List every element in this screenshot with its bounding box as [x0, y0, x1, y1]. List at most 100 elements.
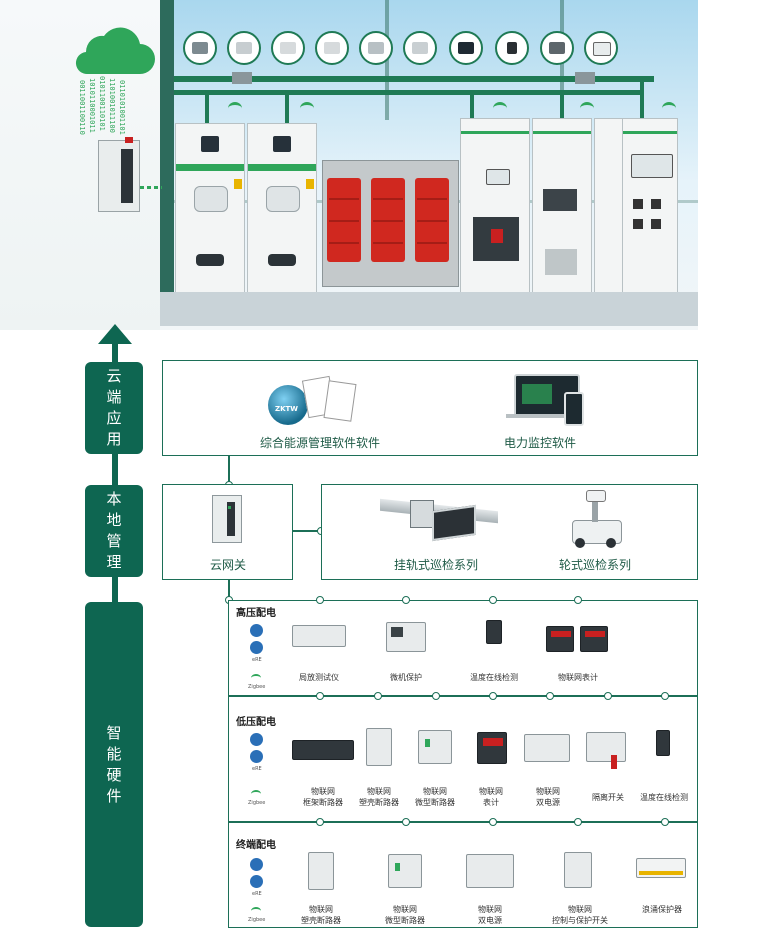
device-label: 温度在线检测 — [640, 793, 688, 802]
relay-protection-icon — [386, 622, 426, 652]
connector-dot — [574, 596, 582, 604]
connector-dot — [604, 692, 612, 700]
device-label: 隔离开关 — [592, 793, 624, 802]
device-bubble-icon — [183, 31, 217, 65]
wifi-icon — [300, 102, 314, 115]
laptop-base — [506, 414, 584, 418]
connector-dot — [402, 818, 410, 826]
protocol-label: Zigbee — [248, 800, 266, 806]
lv-cabinet — [594, 118, 624, 293]
meter-icon — [477, 732, 507, 764]
device-label: 物联网塑壳断路器 — [359, 787, 399, 807]
connector-dot — [316, 818, 324, 826]
rail-hanger — [205, 95, 209, 123]
hv-cabinet — [175, 123, 245, 293]
section-title: 低压配电 — [236, 717, 276, 728]
connector-line — [293, 530, 321, 532]
globe-icon — [268, 385, 308, 425]
wifi-icon — [228, 102, 242, 115]
protocol-label: Zigbee — [248, 917, 266, 923]
section-title: 高压配电 — [236, 608, 276, 619]
device-bubble-icon — [495, 31, 529, 65]
data-link — [140, 186, 162, 189]
cloud-app-label: 电力监控软件 — [503, 436, 576, 450]
binary-stream: 1010110001011 — [88, 78, 96, 133]
gateway-device-icon — [212, 495, 242, 543]
rail-robot — [232, 72, 252, 84]
protocol-label: Zigbee — [248, 684, 266, 690]
connector-dot — [489, 818, 497, 826]
patrol-label: 轮式巡检系列 — [558, 558, 631, 572]
tier-label-local: 本地管理 — [85, 485, 143, 577]
connector-dot — [661, 818, 669, 826]
nb-iot-icon — [250, 733, 263, 746]
window-frame — [160, 0, 174, 300]
device-label: 物联网微型断路器 — [385, 905, 425, 925]
report-document-icon — [323, 380, 357, 422]
connector-dot — [374, 692, 382, 700]
wifi-icon — [493, 102, 507, 115]
zigbee-icon — [251, 907, 261, 915]
rail-hanger — [640, 82, 644, 122]
bluetooth-icon — [250, 875, 263, 888]
connector-dot — [661, 692, 669, 700]
device-bubble-icon — [271, 31, 305, 65]
device-label: 物联网微型断路器 — [415, 787, 455, 807]
mcb-icon — [388, 854, 422, 888]
wifi-icon — [662, 102, 676, 115]
tier-label-hardware: 智能硬件 — [85, 602, 143, 927]
binary-stream: 1101001011100 — [108, 78, 116, 133]
connector-dot — [402, 596, 410, 604]
cable-tray — [174, 90, 644, 95]
mcb-icon — [418, 730, 452, 764]
mccb-icon — [366, 728, 392, 766]
connector-dot — [316, 692, 324, 700]
connector-dot — [432, 692, 440, 700]
hv-cabinet — [247, 123, 317, 293]
device-label: 浪涌保护器 — [642, 905, 682, 914]
device-label: 微机保护 — [390, 673, 422, 682]
device-label: 物联网表计 — [558, 673, 598, 682]
isolating-switch-icon — [586, 732, 626, 769]
patrol-label: 挂轨式巡检系列 — [393, 558, 478, 572]
device-label: 物联网表计 — [479, 787, 503, 807]
ats-icon — [524, 734, 570, 762]
device-bubble-icon — [540, 31, 574, 65]
rail-robot-screen — [432, 504, 476, 542]
section-panel-terminal — [228, 822, 698, 928]
device-label: 物联网塑壳断路器 — [301, 905, 341, 925]
device-label: 局放测试仪 — [299, 673, 339, 682]
protocol-label: eRE — [252, 657, 262, 663]
device-label: 物联网框架断路器 — [303, 787, 343, 807]
transformer-coil — [371, 178, 405, 262]
cloud-app-label: 综合能源管理软件软件 — [259, 436, 380, 450]
transformer-coil — [415, 178, 449, 262]
connector-dot — [316, 596, 324, 604]
meter-icon — [580, 626, 608, 652]
device-label: 温度在线检测 — [470, 673, 518, 682]
lv-cabinet — [460, 118, 530, 293]
robot-mast — [592, 496, 598, 522]
hero-illustration: 0011001100110 1010110001011 010110011010… — [0, 0, 778, 330]
acb-icon — [292, 740, 354, 760]
transformer-coil — [327, 178, 361, 262]
connector-dot — [546, 692, 554, 700]
temperature-sensor-icon — [656, 730, 670, 756]
temperature-sensor-icon — [486, 620, 502, 644]
wifi-icon — [580, 102, 594, 115]
rail-hanger — [560, 95, 564, 123]
robot-wheel — [575, 538, 585, 548]
protocol-label: eRE — [252, 891, 262, 897]
lv-cabinet — [532, 118, 592, 293]
connector-line — [228, 456, 230, 484]
robot-camera — [586, 490, 606, 502]
rail-hanger — [285, 95, 289, 123]
patrol-rail — [174, 76, 654, 82]
binary-stream: 0101100110101 — [98, 76, 106, 131]
bluetooth-icon — [250, 750, 263, 763]
cloud-gateway-device — [98, 137, 140, 212]
zigbee-icon — [251, 790, 261, 798]
device-label: 物联网控制与保护开关 — [552, 905, 608, 925]
ats-icon — [466, 854, 514, 888]
connector-dot — [574, 818, 582, 826]
